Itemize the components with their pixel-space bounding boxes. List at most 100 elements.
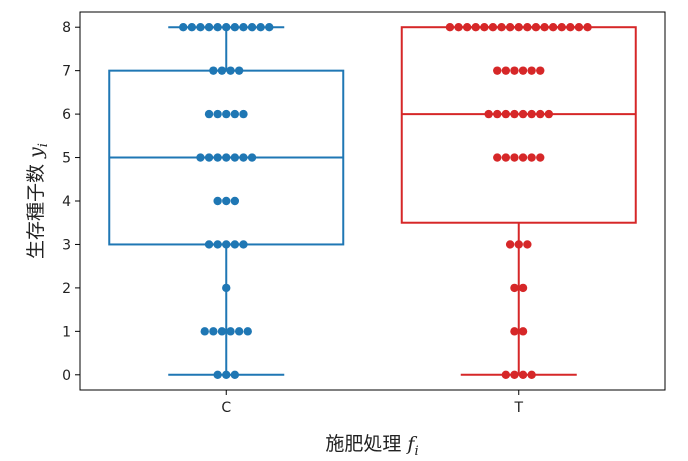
data-point	[493, 66, 502, 75]
x-axis-label-text: 施肥処理	[325, 433, 407, 455]
data-point	[222, 283, 231, 293]
data-point	[256, 23, 265, 32]
data-point	[523, 23, 532, 32]
data-point	[462, 23, 472, 32]
data-point	[488, 23, 498, 32]
y-tick-label: 5	[62, 151, 71, 167]
data-point	[234, 66, 244, 75]
data-point	[566, 23, 575, 32]
data-point	[454, 23, 463, 32]
data-point	[239, 23, 248, 32]
data-point	[230, 240, 240, 249]
data-point	[527, 370, 536, 379]
y-tick-label: 6	[62, 107, 71, 123]
data-point	[265, 23, 274, 32]
y-axis-label-text: 生存種子数	[25, 158, 47, 259]
data-point	[505, 23, 515, 32]
data-point	[518, 153, 528, 162]
data-point	[574, 23, 584, 32]
data-point	[505, 240, 515, 249]
data-point	[527, 153, 536, 162]
data-point	[239, 240, 248, 249]
data-point	[204, 153, 214, 162]
data-point	[536, 109, 545, 119]
data-point	[230, 109, 240, 119]
y-tick-label: 3	[62, 237, 71, 253]
data-point	[523, 240, 532, 249]
data-point	[217, 66, 227, 75]
data-point	[230, 196, 240, 206]
box-group-T	[400, 23, 637, 379]
data-point	[493, 109, 502, 119]
data-point	[247, 23, 257, 32]
data-point	[213, 23, 222, 32]
data-point	[510, 283, 519, 293]
data-point	[493, 153, 502, 162]
data-point	[583, 23, 592, 32]
data-point	[222, 153, 231, 162]
box	[400, 26, 637, 224]
data-point	[209, 66, 218, 75]
data-point	[497, 23, 506, 32]
data-point	[222, 370, 231, 379]
data-point	[213, 153, 222, 162]
data-point	[234, 327, 244, 336]
data-point	[445, 23, 455, 32]
data-point	[204, 23, 214, 32]
data-point	[501, 109, 511, 119]
x-axis-label-symbol: f	[405, 433, 417, 455]
data-point	[514, 240, 523, 249]
data-point	[204, 109, 214, 119]
data-point	[540, 23, 549, 32]
data-point	[471, 23, 480, 32]
y-tick-label: 8	[62, 20, 71, 36]
y-tick-label: 4	[62, 194, 71, 210]
data-point	[217, 327, 227, 336]
y-tick-label: 7	[62, 64, 71, 80]
data-point	[518, 109, 528, 119]
data-point	[230, 153, 240, 162]
x-axis-label-subscript: i	[414, 444, 418, 459]
data-point	[510, 370, 519, 379]
data-point	[514, 23, 523, 32]
y-axis-label-subscript: i	[36, 143, 51, 147]
data-point	[239, 153, 248, 162]
data-point	[222, 240, 231, 249]
data-point	[527, 66, 536, 75]
data-point	[510, 327, 519, 336]
data-point	[501, 370, 511, 379]
data-point	[510, 109, 519, 119]
box-group-C	[108, 23, 345, 379]
data-point	[518, 370, 528, 379]
data-point	[531, 23, 541, 32]
data-point	[247, 153, 257, 162]
data-point	[222, 109, 231, 119]
data-point	[536, 153, 545, 162]
data-point	[536, 66, 545, 75]
data-point	[200, 327, 209, 336]
data-point	[226, 66, 235, 75]
data-point	[518, 327, 528, 336]
data-point	[484, 109, 493, 119]
data-point	[213, 370, 222, 379]
data-point	[230, 23, 240, 32]
data-point	[510, 153, 519, 162]
data-point	[230, 370, 240, 379]
data-point	[557, 23, 566, 32]
y-tick-label: 2	[62, 281, 71, 297]
data-point	[226, 327, 235, 336]
data-point	[544, 109, 554, 119]
data-point	[510, 66, 519, 75]
data-point	[222, 23, 231, 32]
data-point	[501, 153, 511, 162]
data-point	[187, 23, 197, 32]
plot-content	[108, 23, 637, 379]
data-point	[213, 109, 222, 119]
data-point	[213, 240, 222, 249]
data-point	[213, 196, 222, 206]
y-axis-label: 生存種子数 yi	[25, 143, 51, 259]
data-point	[501, 66, 511, 75]
data-point	[239, 109, 248, 119]
